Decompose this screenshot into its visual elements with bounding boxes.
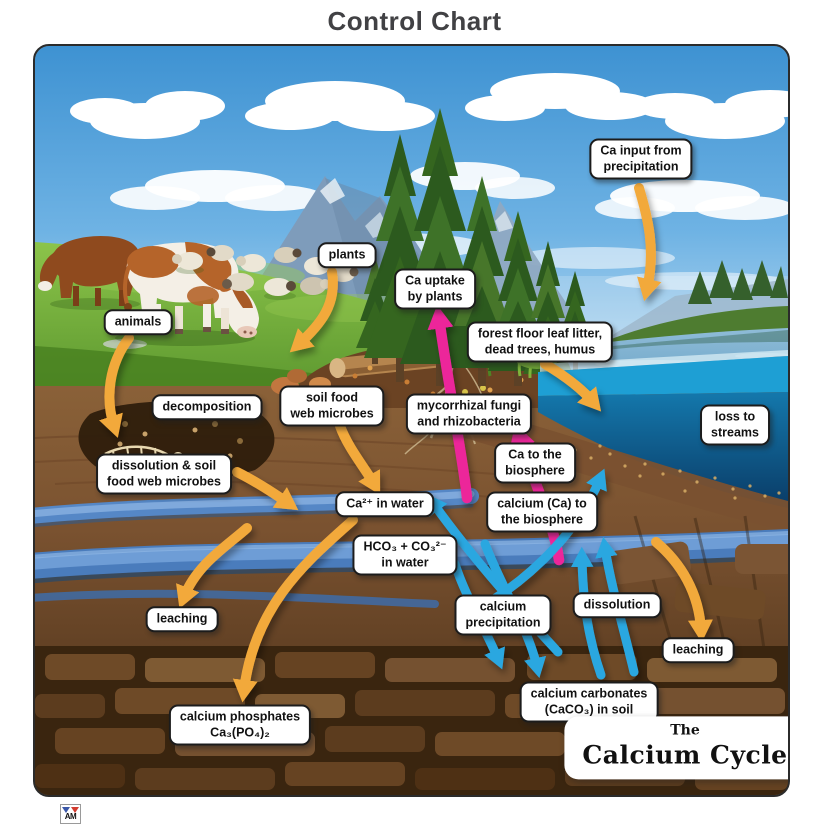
label-calcium-cycle-card-line-0: The (670, 722, 700, 739)
label-ca-uptake-by-plants-line-1: by plants (407, 289, 463, 303)
arrow-groundwater-to-leaching-left (176, 523, 252, 609)
label-calcium-carbonates-line-1: (CaCO₃) in soil (544, 702, 634, 716)
label-decomposition-line-0: decomposition (162, 399, 252, 414)
arrow-plants-to-forest-floor (289, 267, 338, 353)
label-calcium-phosphates-line-1: Ca₃(PO₄)₂ (210, 725, 270, 739)
label-soil-food-web-microbes-line-0: soil food (305, 390, 359, 405)
label-animals-line-0: animals (114, 314, 162, 329)
label-calcium-phosphates-line-0: calcium phosphates (179, 709, 301, 724)
label-forest-floor-leaf-litter-line-0: forest floor leaf litter, (477, 326, 603, 341)
label-forest-floor-leaf-litter-line-1: dead trees, humus (484, 342, 596, 356)
logo-text: AM (64, 812, 77, 821)
label-animals: animals (103, 309, 173, 335)
cow-front (123, 242, 259, 338)
label-calcium-precipitation-line-1: precipitation (465, 615, 541, 629)
red-triangle-icon (71, 807, 79, 813)
page-title: Control Chart (327, 6, 502, 36)
arrow-dissolution-1 (570, 546, 606, 680)
label-mycorrhizal-fungi-line-1: and rhizobacteria (417, 414, 521, 428)
label-leaching-right: leaching (661, 637, 735, 663)
stream-cross-section (465, 350, 788, 532)
label-hco3-co3-in-water: HCO₃ + CO₃²⁻in water (352, 534, 458, 576)
label-forest-floor-leaf-litter: forest floor leaf litter,dead trees, hum… (466, 321, 614, 363)
label-calcium-ca-to-the-biosphere-line-0: calcium (Ca) to (497, 496, 587, 511)
label-hco3-co3-in-water-line-0: HCO₃ + CO₃²⁻ (363, 539, 447, 554)
label-leaching-left: leaching (145, 606, 219, 632)
label-ca-uptake-by-plants-line-0: Ca uptake (405, 273, 465, 288)
label-calcium-precipitation-line-0: calcium (479, 599, 527, 614)
label-ca2-in-water: Ca²⁺ in water (335, 491, 435, 517)
label-leaching-right-line-0: leaching (672, 642, 724, 657)
label-leaching-left-line-0: leaching (156, 611, 208, 626)
label-dissolution-and-soil-food-web-microbes-line-0: dissolution & soil (111, 458, 217, 473)
distant-conifers (688, 260, 788, 304)
label-soil-food-web-microbes-line-1: web microbes (290, 406, 374, 420)
am-logo: AM (60, 804, 81, 824)
label-loss-to-streams-line-1: streams (711, 425, 759, 439)
label-hco3-co3-in-water-line-1: in water (381, 555, 429, 569)
arrow-forest-floor-to-stream (540, 359, 602, 412)
arrow-groundwater-to-leaching-right (651, 537, 713, 643)
label-calcium-cycle-card-line-1: Calcium Cycle (582, 740, 788, 770)
label-mycorrhizal-fungi-line-0: mycorrhizal fungi (416, 398, 522, 413)
arrow-animals-to-soil (99, 333, 134, 438)
cow-rear (38, 236, 142, 306)
label-decomposition: decomposition (151, 394, 263, 420)
label-ca-input-from-precipitation-line-1: precipitation (603, 159, 679, 173)
label-plants: plants (317, 242, 377, 268)
label-loss-to-streams-line-0: loss to (714, 409, 756, 424)
label-dissolution: dissolution (572, 592, 662, 618)
sheep-flock (172, 245, 359, 300)
cows (38, 236, 259, 346)
arrow-ca2-to-calcium-phosphates (232, 515, 358, 703)
logo-triangles-icon (62, 807, 79, 813)
label-ca-to-the-biosphere-line-1: biosphere (505, 463, 565, 477)
arrow-ca-input-to-lake (634, 183, 662, 302)
label-plants-line-0: plants (328, 247, 366, 262)
arrow-soil-food-web-to-ca2 (335, 421, 381, 495)
label-dissolution-line-0: dissolution (583, 597, 651, 612)
blue-triangle-icon (62, 807, 70, 813)
label-dissolution-and-soil-food-web-microbes-line-1: food web microbes (107, 474, 221, 488)
label-ca-input-from-precipitation-line-0: Ca input from (600, 143, 682, 158)
arrow-dissolution-soil-to-groundwater (232, 467, 299, 511)
label-ca-to-the-biosphere-line-0: Ca to the (508, 447, 562, 462)
label-calcium-ca-to-the-biosphere-line-1: the biosphere (501, 512, 583, 526)
label-calcium-carbonates-line-0: calcium carbonates (530, 686, 648, 701)
label-ca2-in-water-line-0: Ca²⁺ in water (346, 496, 424, 511)
